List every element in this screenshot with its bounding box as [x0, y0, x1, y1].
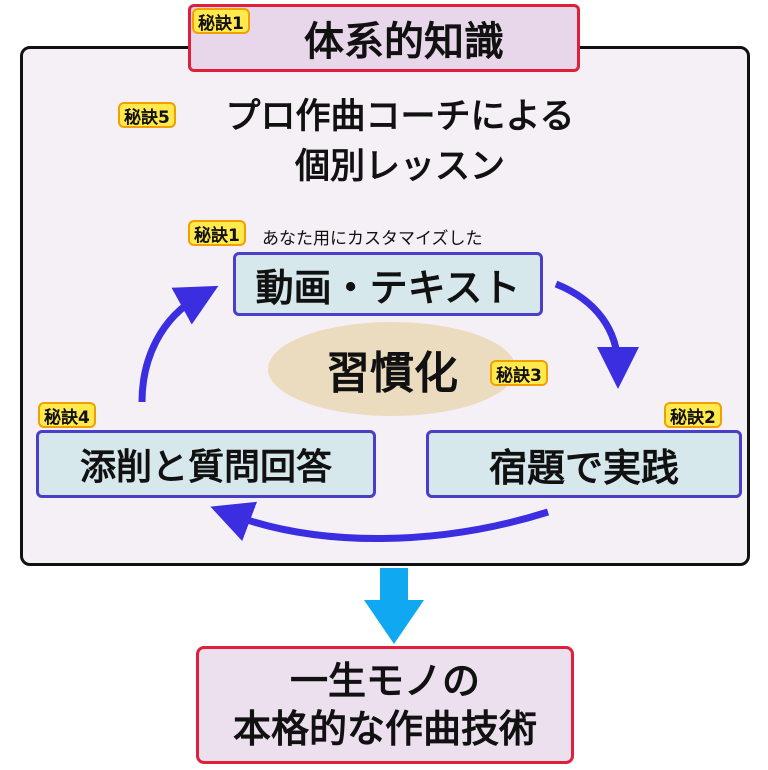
arrow-homework-to-review	[210, 501, 550, 543]
result-line-2: 本格的な作曲技術	[232, 707, 537, 751]
arrow-video-to-homework	[554, 280, 639, 389]
homework-box: 宿題で実践	[426, 430, 742, 498]
result-box: 一生モノの 本格的な作曲技術	[196, 646, 574, 764]
title-text: 体系的知識	[304, 19, 504, 65]
arrow-review-to-video	[138, 285, 219, 403]
review-box: 添削と質問回答	[36, 430, 376, 498]
lesson-text: プロ作曲コーチによる 個別レッスン	[190, 92, 610, 192]
habit-ellipse: 習慣化	[268, 322, 516, 416]
habit-badge: 秘訣3	[490, 360, 548, 386]
result-line-1: 一生モノの	[289, 659, 480, 703]
lesson-badge: 秘訣5	[118, 102, 176, 128]
review-badge: 秘訣4	[38, 402, 96, 428]
video-badge: 秘訣1	[188, 220, 246, 246]
video-text-box: 動画・テキスト	[233, 252, 543, 316]
homework-badge: 秘訣2	[664, 402, 722, 428]
lesson-line-1: プロ作曲コーチによる	[225, 97, 575, 137]
title-box	[188, 4, 580, 72]
title-badge: 秘訣1	[192, 8, 250, 34]
down-arrow-icon	[364, 568, 424, 644]
video-subtitle: あなた用にカスタマイズした	[262, 229, 483, 249]
lesson-line-2: 個別レッスン	[294, 147, 505, 187]
